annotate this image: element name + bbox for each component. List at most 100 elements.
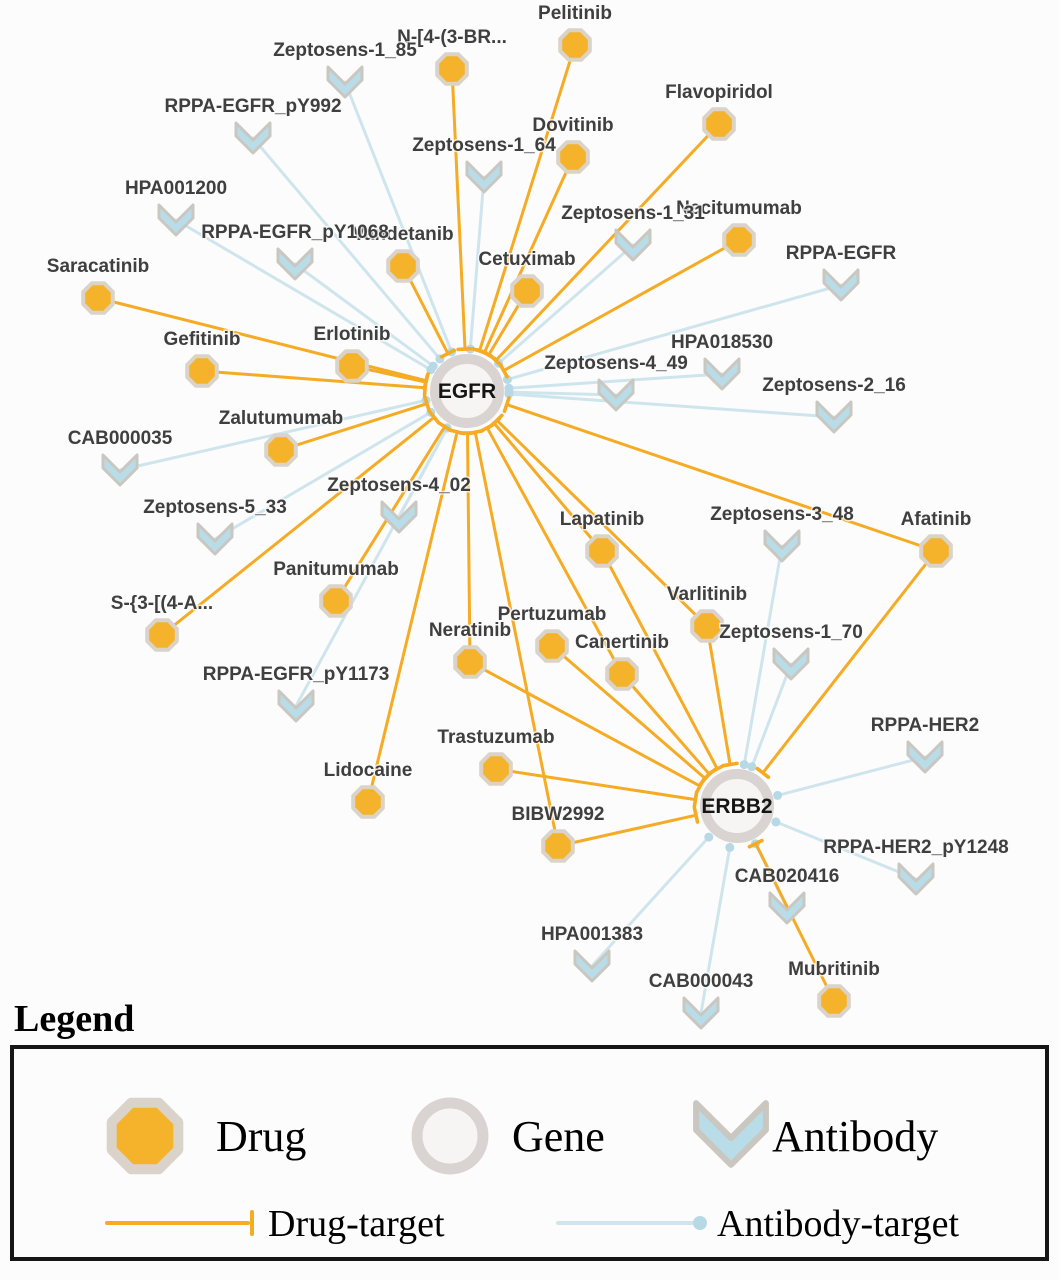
drug-node-afatinib [919,534,953,568]
drug-edge-tee [692,806,700,824]
drug-edge-tee [721,761,739,768]
drug-target-edge [494,767,697,802]
label-rppa_egfr_py1173: RPPA-EGFR_pY1173 [203,664,390,685]
antibody-target-edge [590,835,711,968]
label-pertuzumab: Pertuzumab [498,604,607,625]
antibody-edge-dot [747,762,757,772]
drug-target-edge [754,842,836,1003]
antibody-node-hpa018530 [703,357,741,391]
antibody-node-zeptosens_1_85 [326,65,364,99]
drug-node-pertuzumab [535,629,569,663]
drug-target-edge [482,155,575,355]
label-trastuzumab: Trastuzumab [437,727,554,748]
antibody-node-zeptosens_1_64 [465,160,503,194]
drug-node-necitumumab [722,223,756,257]
antibody-edge-dot [773,790,783,800]
drug-target-edge [485,426,624,676]
legend-gene-label: Gene [512,1112,605,1161]
label-hpa001200: HPA001200 [125,178,227,199]
label-erbb2: ERBB2 [701,795,772,818]
antibody-node-rppa_egfr_py1173 [277,689,315,723]
antibody-node-zeptosens_5_33 [196,522,234,556]
label-zeptosens_1_70: Zeptosens-1_70 [719,622,863,643]
drug-node-dovitinib [556,140,590,174]
drug-target-edge [502,238,741,373]
label-s3_4a: S-{3-[(4-A... [111,593,213,614]
drug-node-mubritinib [817,984,851,1018]
label-necitumumab: Necitumumab [676,198,802,219]
drug-target-edge [505,403,938,553]
drug-node-varlitinib [690,609,724,643]
antibody-target-edge [293,262,435,368]
drug-edge-tee [480,349,497,361]
drug-target-edge [705,624,732,767]
antibody-node-rppa_egfr [822,268,860,302]
antibody-target-edge [750,662,793,769]
antibody-node-hpa001383 [573,949,611,983]
label-canertinib: Canertinib [575,632,669,653]
antibody-node-zeptosens_3_48 [763,529,801,563]
legend-drug-target-label: Drug-target [268,1203,445,1245]
antibody-node-cab000043 [682,996,720,1030]
drug-edge-tee [436,421,453,433]
drug-node-saracatinib [81,281,115,315]
drug-target-edge [366,430,459,804]
drug-node-vandetanib [386,249,420,283]
drug-node-trastuzumab [479,752,513,786]
antibody-node-rppa_egfr_py1068 [276,247,314,281]
antibody-edge-dot [725,842,735,852]
gene-node-erbb2 [700,769,774,843]
drug-target-edge [466,431,472,664]
label-lidocaine: Lidocaine [324,760,413,781]
antibody-node-zeptosens_4_02 [380,500,418,534]
antibody-target-edge [507,390,618,397]
label-cab020416: CAB020416 [735,866,840,887]
label-afatinib: Afatinib [901,509,972,530]
label-erlotinib: Erlotinib [313,324,390,345]
drug-node-lidocaine [351,785,385,819]
label-saracatinib: Saracatinib [47,256,149,277]
label-zeptosens_5_33: Zeptosens-5_33 [143,497,287,518]
label-zeptosens_4_49: Zeptosens-4_49 [544,353,688,374]
antibody-target-legend-dot [693,1216,707,1230]
drug-edge-tee [427,409,441,425]
label-rppa_her2: RPPA-HER2 [871,715,979,736]
antibody-target-edge [776,755,927,797]
drug-node-n4_3br [435,52,469,86]
antibody-node-rppa_her2 [906,740,944,774]
drug-target-edge [160,415,436,637]
drug-node-gefitinib [185,354,219,388]
nodes-layer [81,28,953,1030]
label-bibw2992: BIBW2992 [512,804,605,825]
drug-edge-tee [422,373,430,391]
drug-target-edge [200,369,427,390]
drug-node-s3_4a [145,618,179,652]
drug-edge-tee [502,396,511,414]
label-rppa_her2_py1248: RPPA-HER2_pY1248 [823,837,1009,858]
drug-edge-tee [422,395,431,413]
drug-target-edge [550,644,707,780]
label-flavopiridol: Flavopiridol [665,82,773,103]
gene-node-egfr [430,354,504,428]
antibody-edge-dot [502,375,512,384]
label-zeptosens_4_02: Zeptosens-4_02 [327,475,471,496]
antibody-node-zeptosens_1_70 [772,647,810,681]
label-rppa_egfr_py992: RPPA-EGFR_pY992 [164,96,341,117]
label-hpa018530: HPA018530 [671,332,773,353]
drug-node-bibw2992 [541,829,575,863]
drug-edge-tee [755,766,771,780]
label-cab000035: CAB000035 [68,428,173,449]
label-neratinib: Neratinib [429,620,511,641]
label-dovitinib: Dovitinib [532,115,613,136]
antibody-edge-dot [428,361,438,371]
label-cetuximab: Cetuximab [478,249,575,270]
drug-edge-tee [498,362,509,379]
drug-edge-tee [698,771,712,786]
legend: Legend Drug Gene Antibody Drug-target An… [10,998,1049,1261]
label-n4_3br: N-[4-(3-BR... [397,27,507,48]
drug-edge-tee [439,348,456,359]
label-hpa001383: HPA001383 [541,924,643,945]
antibody-target-edge [774,820,918,881]
antibody-target-edge [742,544,784,767]
